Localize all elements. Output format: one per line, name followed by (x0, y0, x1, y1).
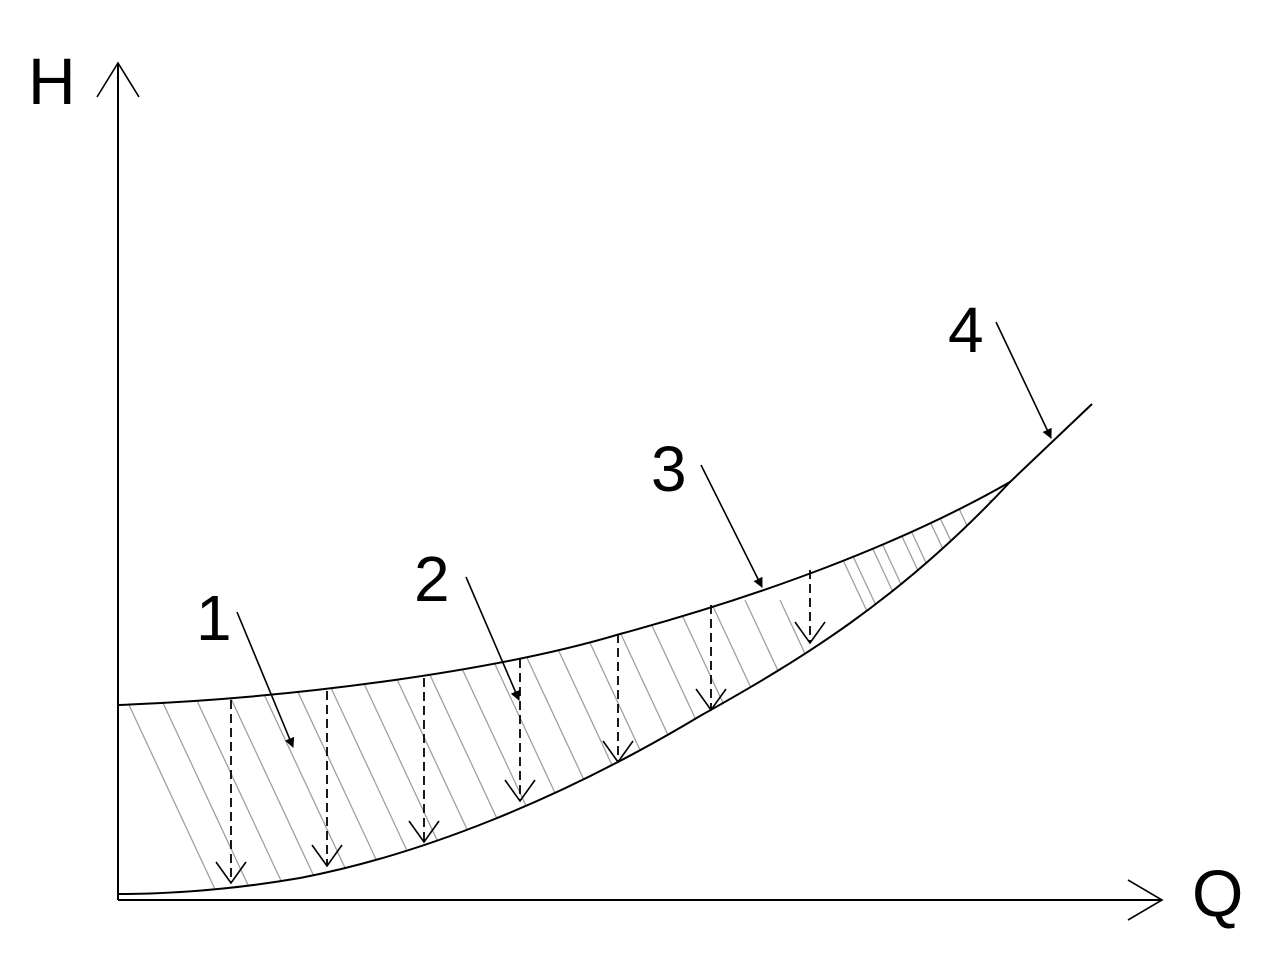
callout-label-3: 3 (651, 433, 687, 505)
hatched-region (118, 482, 1010, 894)
dashed-arrow (311, 691, 343, 868)
dashed-arrow (695, 605, 727, 712)
upper-curve (117, 481, 1011, 706)
dashed-arrow (408, 678, 440, 844)
y-axis-label: H (28, 44, 76, 118)
lower-curve (117, 403, 1093, 895)
leader-4 (995, 321, 1052, 439)
dashed-arrow (504, 659, 536, 803)
leader-2 (465, 576, 521, 701)
leader-lines (236, 321, 1052, 748)
x-axis-label: Q (1192, 856, 1243, 930)
dashed-arrows (215, 570, 826, 885)
dashed-arrow (215, 700, 247, 885)
dashed-arrow (794, 570, 826, 645)
leader-3 (700, 464, 763, 588)
callout-label-4: 4 (948, 294, 984, 366)
y-axis (96, 61, 140, 900)
leader-1 (236, 611, 295, 748)
dashed-arrow (602, 634, 634, 764)
callout-label-1: 1 (196, 582, 232, 654)
callout-label-2: 2 (414, 543, 450, 615)
x-axis (118, 879, 1164, 921)
